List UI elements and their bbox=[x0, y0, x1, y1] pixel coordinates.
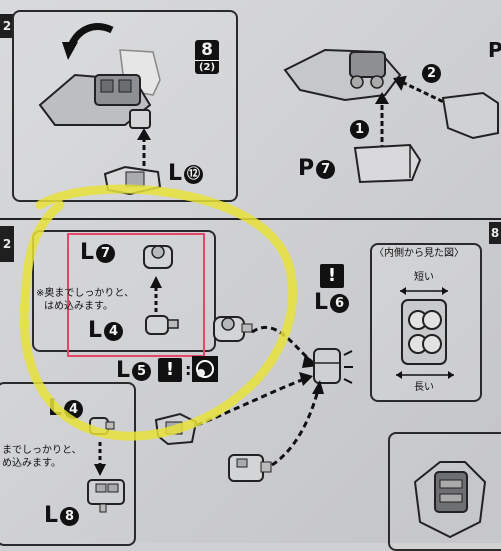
result-leg-drawing bbox=[413, 461, 487, 539]
dashed-path-lower-to-l6 bbox=[271, 380, 324, 467]
inset-dimension-long bbox=[396, 371, 454, 379]
dashed-arrow-up-inner bbox=[150, 276, 162, 312]
rotate-arrow-icon bbox=[62, 23, 114, 60]
label-number: 4 bbox=[104, 322, 124, 341]
note-line: ※奥までしっかりと、 bbox=[36, 288, 134, 299]
quantity-badge: 8 (2) bbox=[195, 40, 219, 74]
dashed-arrow-step1 bbox=[375, 92, 389, 150]
label-letter: L bbox=[48, 396, 63, 421]
part-l12 bbox=[103, 165, 162, 196]
caution-icon: ! bbox=[320, 264, 344, 288]
label-letter: L bbox=[116, 358, 131, 383]
leg-assembly-part bbox=[38, 49, 161, 129]
label-number: 6 bbox=[330, 294, 350, 313]
leg-assembly-right bbox=[283, 48, 402, 102]
part-p7 bbox=[353, 143, 422, 184]
label-number: 5 bbox=[132, 362, 152, 381]
part-l4-lower bbox=[89, 417, 115, 435]
part-l8 bbox=[87, 479, 125, 513]
part-l5 bbox=[154, 412, 198, 446]
part-lower-combined bbox=[228, 454, 272, 482]
colon-separator: : bbox=[185, 360, 192, 379]
inset-part-drawing bbox=[401, 299, 447, 365]
step-side-number-top: 2 bbox=[0, 14, 14, 38]
part-l4-inner bbox=[145, 315, 179, 335]
section-divider bbox=[0, 218, 501, 220]
step-side-number-right: 8 bbox=[489, 222, 501, 244]
label-number: 7 bbox=[96, 244, 116, 263]
inset-dimension-short bbox=[400, 287, 448, 295]
caution-icon-l5: ! bbox=[158, 358, 182, 382]
arrow-number-2: 2 bbox=[420, 62, 441, 84]
part-l7 bbox=[143, 245, 173, 269]
step-number: 2 bbox=[2, 19, 12, 33]
dashed-arrow-down bbox=[94, 442, 106, 476]
dashed-arrow-up bbox=[137, 128, 151, 166]
label-letter: L bbox=[314, 290, 329, 315]
inset-title: 〈内側から見た図〉 bbox=[374, 248, 464, 261]
label-number: 4 bbox=[64, 400, 84, 419]
arrow-number-1: 1 bbox=[348, 118, 369, 140]
label-letter: L bbox=[44, 503, 59, 528]
label-number: 8 bbox=[60, 507, 80, 526]
label-letter: P bbox=[298, 156, 315, 181]
label-p-right-edge: P bbox=[488, 38, 501, 62]
label-number: 7 bbox=[316, 160, 336, 179]
inset-title-text: 〈内側から見た図〉 bbox=[374, 248, 464, 259]
short-text: 短い bbox=[414, 272, 434, 283]
badge-sub: (2) bbox=[198, 62, 216, 73]
label-letter: L bbox=[168, 161, 183, 186]
note-line: め込みます。 bbox=[2, 457, 61, 469]
press-fit-note-inner: ※奥までしっかりと、 はめ込みます。 bbox=[36, 288, 134, 313]
step-number: 2 bbox=[2, 237, 12, 251]
part-combined-l7-l4 bbox=[213, 316, 253, 342]
press-fit-note-lower: までしっかりと、 め込みます。 bbox=[2, 445, 82, 470]
step-order-number: 2 bbox=[422, 64, 441, 83]
note-line: までしっかりと、 bbox=[2, 445, 82, 456]
inset-long-label: 長い bbox=[414, 382, 434, 395]
label-number: ⑫ bbox=[184, 165, 204, 184]
part-l6 bbox=[313, 348, 353, 384]
step-side-number-mid: 2 bbox=[0, 226, 14, 262]
badge-number: 8 bbox=[195, 40, 219, 61]
long-text: 長い bbox=[414, 382, 434, 393]
step-number: 8 bbox=[490, 226, 500, 240]
step-order-number: 1 bbox=[350, 120, 369, 139]
label-letter: L bbox=[80, 240, 95, 265]
dashed-arrow-step2 bbox=[393, 75, 451, 107]
inset-short-label: 短い bbox=[414, 272, 434, 285]
label-letter: L bbox=[88, 318, 103, 343]
part-fragment-right bbox=[441, 91, 499, 140]
note-line: はめ込みます。 bbox=[44, 300, 113, 312]
